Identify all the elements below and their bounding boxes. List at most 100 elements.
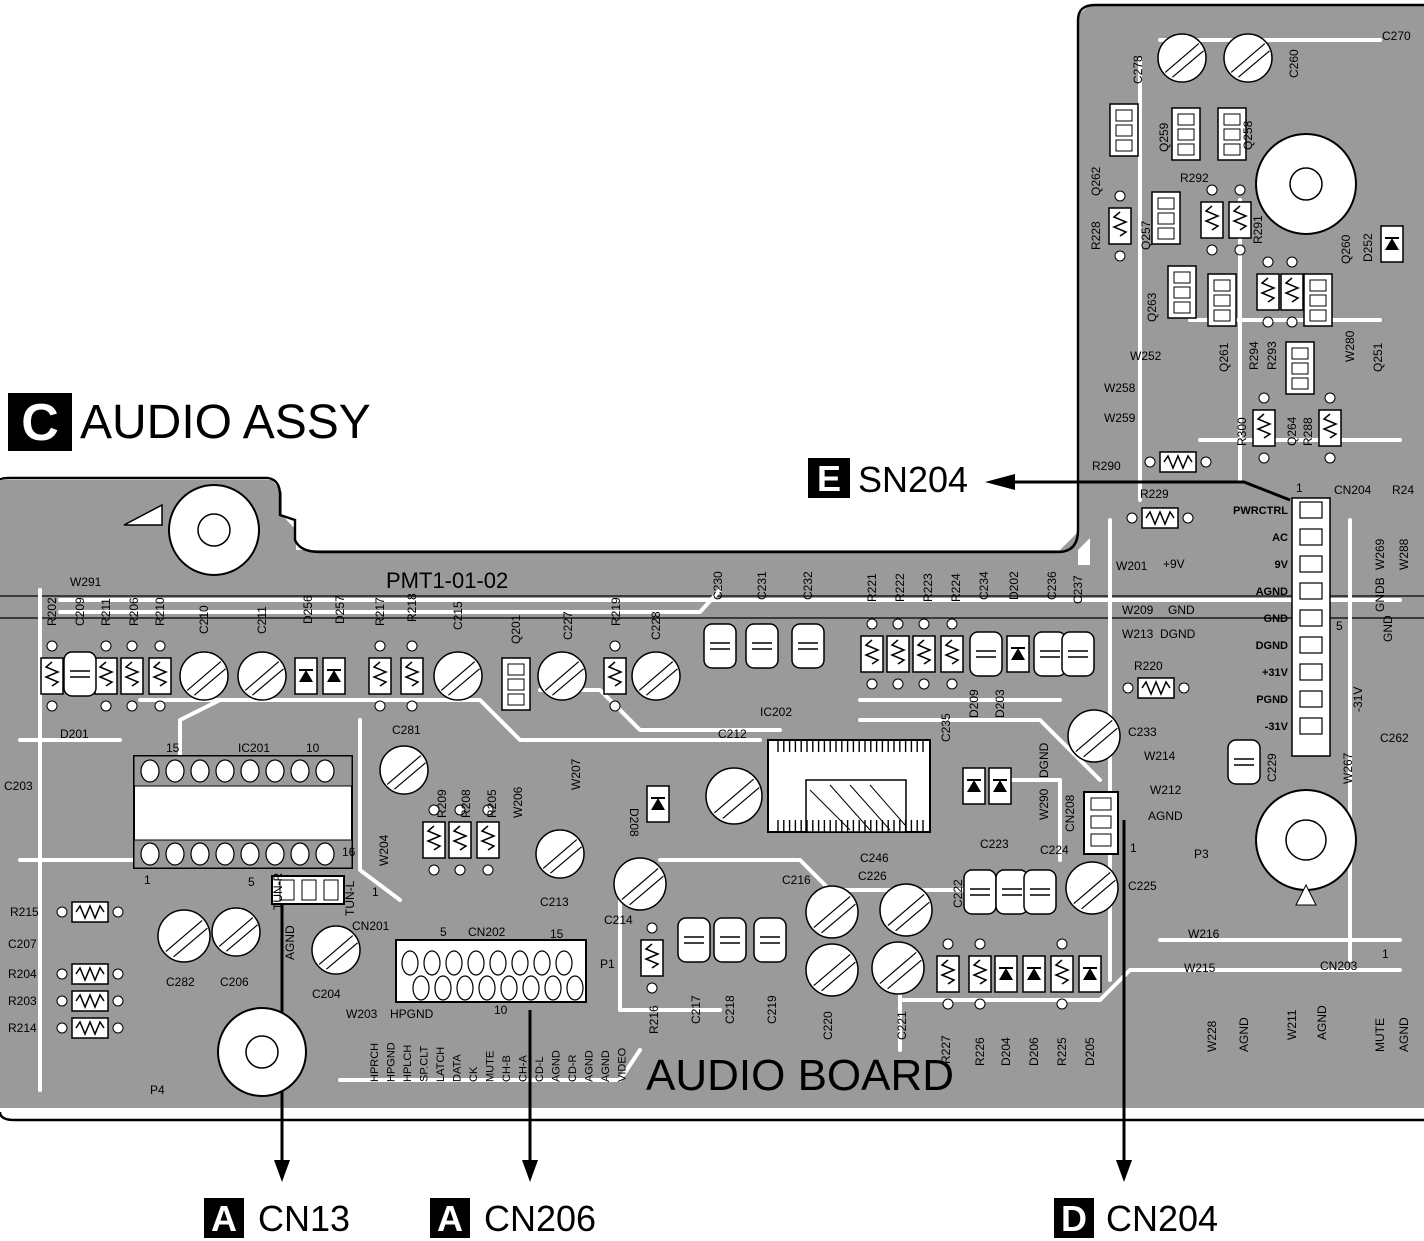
label-w214: W214	[1144, 749, 1176, 763]
mounting-hole-top	[123, 484, 260, 576]
ic201-pad	[190, 759, 210, 783]
label-w204: W204	[377, 834, 391, 866]
label-r300: R300	[1235, 417, 1249, 446]
label-c221: C221	[895, 1011, 909, 1040]
label-ic202: IC202	[760, 705, 792, 719]
label-p4: P4	[150, 1083, 165, 1097]
cn202-pad	[511, 950, 529, 976]
r227	[936, 938, 960, 1010]
transformer-q258	[1255, 133, 1357, 235]
label-c227: C227	[561, 611, 575, 640]
label-pin16: 16	[342, 845, 356, 859]
label-cn204: CN204	[1334, 483, 1372, 497]
cn202-pin-name: HPLCH	[402, 1045, 414, 1082]
d205	[1078, 955, 1102, 993]
cn202-pin-name: AGND	[584, 1050, 596, 1082]
label-d201: D201	[60, 727, 89, 741]
label-r208: R208	[459, 789, 473, 818]
label-r202: R202	[45, 597, 59, 626]
label-r216: R216	[647, 1005, 661, 1034]
r202	[40, 640, 64, 712]
potentiometer-p3	[1255, 789, 1357, 906]
label-agnd_w228: AGND	[1237, 1017, 1251, 1052]
connector-a1-letter: A	[211, 1198, 237, 1239]
c282	[157, 909, 211, 963]
r218	[400, 640, 424, 712]
cn204-pin	[1299, 609, 1323, 627]
label-c219: C219	[765, 995, 779, 1024]
callout-cn204-d: D CN204	[1054, 820, 1218, 1239]
label-r224: R224	[949, 573, 963, 602]
label-r228: R228	[1089, 221, 1103, 250]
callout-cn13: A CN13	[204, 905, 350, 1239]
cn202-pad	[434, 975, 452, 1001]
label-five: 5	[248, 875, 255, 889]
cn202-pad	[423, 950, 441, 976]
c204	[311, 925, 361, 975]
label-r227: R227	[939, 1035, 953, 1064]
label-c206: C206	[220, 975, 249, 989]
label-w211: W211	[1285, 1009, 1299, 1040]
cn202-pin-name: CH-B	[501, 1055, 513, 1082]
ic201-pad	[140, 759, 160, 783]
label-d208: D208	[627, 808, 641, 837]
r222	[886, 618, 910, 690]
ic201-pad	[215, 759, 235, 783]
label-dgnd1: DGND	[1160, 627, 1196, 641]
label-d257: D257	[333, 595, 347, 624]
d257	[322, 657, 346, 695]
cn202-pin-name: AGND	[600, 1050, 612, 1082]
r229	[1126, 507, 1194, 529]
c219	[753, 917, 787, 963]
d256	[294, 657, 318, 695]
c215	[433, 651, 483, 701]
label-w203: W203	[346, 1007, 378, 1021]
c210	[179, 651, 229, 701]
label-c217: C217	[689, 995, 703, 1024]
c234	[969, 631, 1003, 677]
r221	[860, 618, 884, 690]
cn202-pin-name: AGND	[551, 1050, 563, 1082]
cn202-pin-name: MUTE	[485, 1051, 497, 1082]
c226	[879, 883, 933, 937]
c225	[1065, 861, 1119, 915]
component-footprints	[40, 33, 1404, 1039]
label-d209: D209	[967, 689, 981, 718]
cn201-connector	[271, 875, 345, 905]
label-r226: R226	[973, 1037, 987, 1066]
d208	[646, 785, 670, 823]
ic202	[767, 739, 931, 833]
label-cn203: CN203	[1320, 959, 1358, 973]
cn202-pad	[544, 975, 562, 1001]
label-r294: R294	[1247, 341, 1261, 370]
c230	[703, 623, 737, 669]
ic201-pad	[215, 842, 235, 866]
label-w213: W213	[1122, 627, 1154, 641]
label-c235: C235	[939, 713, 953, 742]
label-c215: C215	[451, 601, 465, 630]
label-c234: C234	[977, 571, 991, 600]
assy-letter: C	[21, 394, 59, 452]
label-c223: C223	[980, 837, 1009, 851]
c278	[1157, 33, 1207, 83]
d203	[988, 767, 1012, 805]
cn204-pin-pads	[1299, 501, 1323, 735]
label-pin15: 15	[166, 741, 180, 755]
label-w206: W206	[511, 786, 525, 818]
label-w201: W201	[1116, 559, 1148, 573]
cn202-pad	[456, 975, 474, 1001]
ic201-pad	[140, 842, 160, 866]
label-c282: C282	[166, 975, 195, 989]
label-r218: R218	[405, 593, 419, 622]
label-c211: C211	[255, 606, 269, 634]
d252	[1380, 225, 1404, 263]
c213	[535, 829, 585, 879]
r217	[368, 640, 392, 712]
r226	[968, 938, 992, 1010]
cn204-pin	[1299, 663, 1323, 681]
label-c270: C270	[1382, 29, 1411, 43]
label-w259: W259	[1104, 411, 1136, 425]
label-w252: W252	[1130, 349, 1162, 363]
